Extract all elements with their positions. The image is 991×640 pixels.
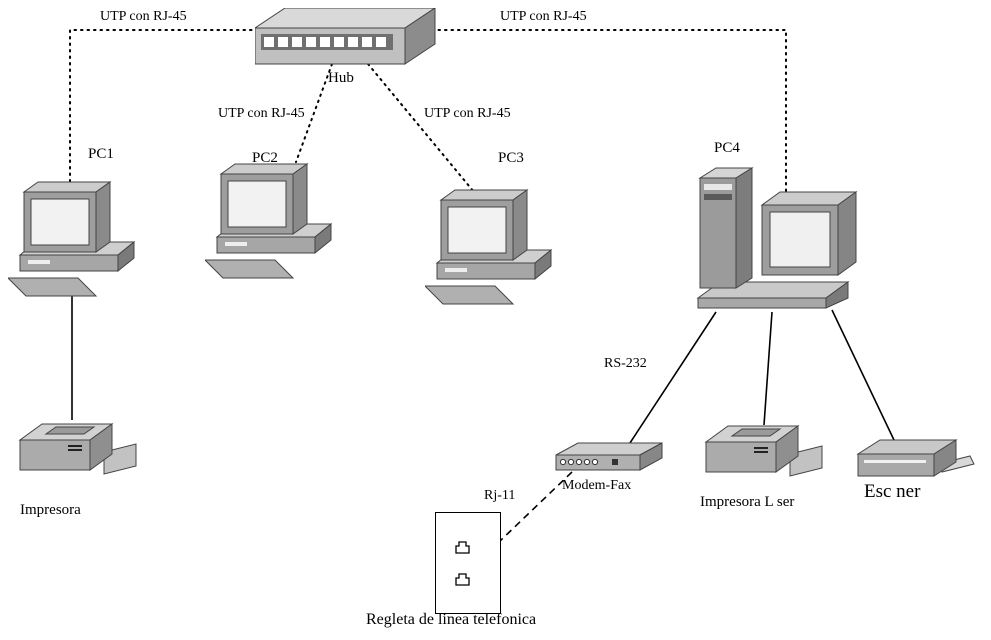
label-pc2: PC2 [252,150,278,166]
pc4-icon [690,160,925,320]
link-pc4-modem [627,311,717,447]
link-modem-regleta [499,471,573,542]
link-hub-pc2 [295,63,333,163]
label-impresora: Impresora [20,502,81,518]
pc1-icon [8,180,158,305]
modem-fax-icon [552,438,667,483]
hub-top [255,8,436,29]
modem-leds [559,458,618,466]
label-escaner: Esc ner [864,481,921,502]
pc2-icon [205,162,355,287]
link-pc4-escaner [831,309,895,441]
hub-icon [255,8,440,68]
label-modem-fax: Modem-Fax [562,478,632,493]
escaner-icon [852,436,977,491]
pc4-monitor [760,191,858,276]
label-utp-pc1: UTP con RJ-45 [100,9,187,24]
regleta-icon [435,512,502,615]
pc4-tower [698,167,754,289]
impresora-laser-icon [698,420,828,500]
label-impresora-laser: Impresora L ser [700,494,795,510]
link-hub-pc4 [431,29,787,205]
impresora-icon [12,418,142,498]
label-pc3: PC3 [498,150,524,166]
label-utp-pc2: UTP con RJ-45 [218,106,305,121]
label-utp-pc4: UTP con RJ-45 [500,9,587,24]
link-hub-pc1 [69,29,259,193]
label-pc4: PC4 [714,140,740,156]
link-pc4-laser [763,311,773,426]
pc3-icon [425,188,575,313]
link-hub-pc3 [367,63,475,193]
label-regleta: Regleta de linea telefonica [366,611,537,628]
label-hub: Hub [328,70,354,86]
label-pc1: PC1 [88,146,114,162]
label-rs232: RS-232 [604,356,647,371]
label-utp-pc3: UTP con RJ-45 [424,106,511,121]
label-rj11: Rj-11 [484,488,516,503]
